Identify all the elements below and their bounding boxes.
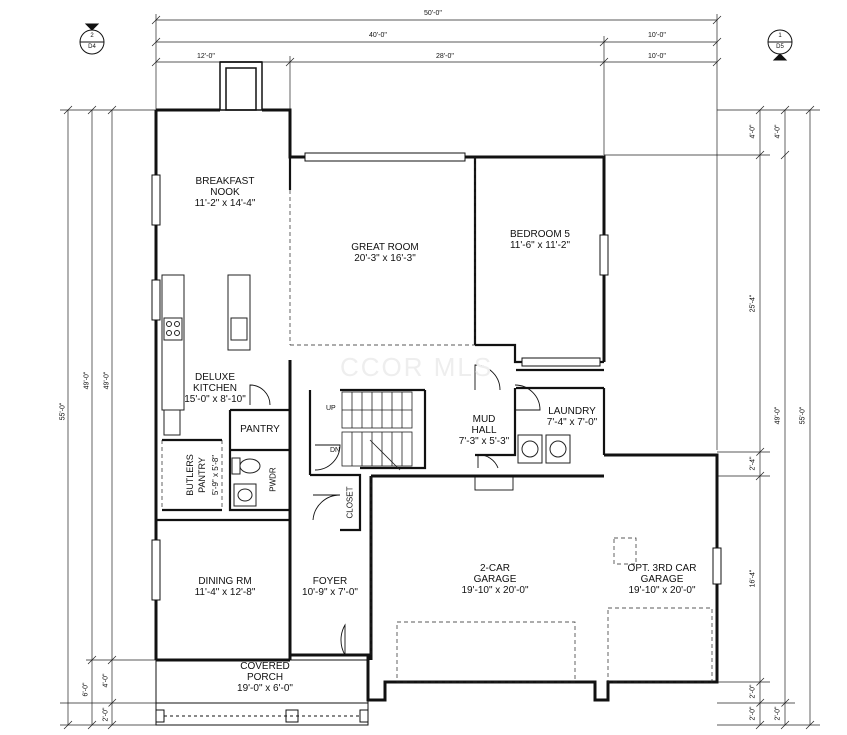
dim-top-mid: 28'-0" — [435, 53, 455, 60]
dim-right-bottom-a: 2'-0" — [749, 683, 757, 700]
room-size: 7'-4" x 7'-0" — [546, 417, 598, 428]
room-size: 7'-3" x 5'-3" — [458, 436, 510, 447]
room-name: CLOSET — [345, 486, 355, 519]
dim-left-overall: 55'-0" — [59, 401, 67, 422]
room-great-room: GREAT ROOM 20'-3" x 16'-3" — [335, 242, 435, 264]
section-marker-right-top: 1 — [778, 33, 782, 39]
room-foyer: FOYER 10'-9" x 7'-0" — [290, 576, 370, 598]
dim-top-overall: 50'-0" — [423, 10, 443, 17]
room-2-car-garage: 2-CAR GARAGE 19'-10" x 20'-0" — [440, 563, 550, 596]
room-dining: DINING RM 11'-4" x 12'-8" — [175, 576, 275, 598]
room-name: GREAT ROOM — [351, 242, 419, 253]
dim-left-inner-2: 49'-0" — [103, 370, 111, 391]
stairs — [341, 391, 413, 471]
room-size: 11'-4" x 12'-8" — [194, 587, 256, 598]
dim-top-right-span: 10'-0" — [647, 32, 667, 39]
dim-left-porch-total: 6'-0" — [82, 681, 90, 698]
room-name: COVERED — [240, 661, 290, 672]
room-mud-hall: MUD HALL 7'-3" x 5'-3" — [452, 414, 516, 447]
room-name: KITCHEN — [193, 383, 237, 394]
powder-fixtures — [231, 457, 261, 507]
room-pwdr: PWDR — [269, 465, 278, 495]
room-name: MUD — [472, 414, 496, 425]
room-size: 19'-10" x 20'-0" — [461, 585, 529, 596]
room-size: 5'-9" x 5'-8" — [211, 454, 220, 496]
room-name: DELUXE — [194, 372, 235, 383]
dim-top-left-span: 40'-0" — [368, 32, 388, 39]
room-size: 19'-0" x 6'-0" — [237, 683, 293, 694]
room-name: GARAGE — [640, 574, 684, 585]
room-name: PWDR — [268, 467, 278, 492]
room-breakfast-nook: BREAKFAST NOOK 11'-2" x 14'-4" — [180, 176, 270, 209]
section-marker-left-top: 2 — [90, 33, 94, 39]
room-name: FOYER — [312, 576, 348, 587]
windows — [151, 152, 722, 601]
room-size: 19'-10" x 20'-0" — [628, 585, 696, 596]
dimension-lines — [60, 14, 820, 730]
dim-right-mid: 25'-4" — [749, 293, 757, 314]
room-name: BREAKFAST — [195, 176, 255, 187]
room-name: PORCH — [246, 672, 284, 683]
room-name: DINING RM — [198, 576, 252, 587]
room-name: PANTRY — [240, 424, 280, 435]
dim-right-bottom-b: 2'-0" — [749, 705, 757, 722]
room-covered-porch: COVERED PORCH 19'-0" x 6'-0" — [210, 661, 320, 694]
stair-down-label: DN — [330, 447, 341, 454]
dashed-lines — [161, 157, 713, 683]
room-name: LAUNDRY — [548, 406, 596, 417]
kitchen-fixtures — [161, 274, 251, 436]
dim-right-small: 2'-4" — [749, 455, 757, 472]
room-bedroom-5: BEDROOM 5 11'-6" x 11'-2" — [490, 229, 590, 251]
dim-top-right-inner: 10'-0" — [647, 53, 667, 60]
room-size: 15'-0" x 8'-10" — [184, 394, 246, 405]
section-marker-right — [767, 29, 793, 61]
dim-right-inner: 49'-0" — [774, 405, 782, 426]
room-name: BUTLERS — [185, 454, 195, 496]
room-name: NOOK — [210, 187, 240, 198]
dim-right-top-b: 4'-0" — [774, 123, 782, 140]
room-size: 10'-9" x 7'-0" — [302, 587, 358, 598]
room-laundry: LAUNDRY 7'-4" x 7'-0" — [540, 406, 604, 428]
porch — [155, 659, 369, 726]
section-marker-left — [79, 23, 105, 55]
room-butlers-pantry-name-2: PANTRY — [197, 450, 207, 500]
room-size: 20'-3" x 16'-3" — [354, 253, 416, 264]
room-name: BEDROOM 5 — [509, 229, 570, 240]
dim-top-nook: 12'-0" — [196, 53, 216, 60]
room-name: OPT. 3RD CAR — [627, 563, 697, 574]
dim-right-bottom-c: 2'-0" — [774, 705, 782, 722]
laundry-fixtures — [517, 434, 571, 464]
watermark: CCOR MLS — [340, 352, 494, 382]
dim-left-porch: 4'-0" — [102, 672, 110, 689]
room-size: 11'-2" x 14'-4" — [194, 198, 256, 209]
dim-right-overall: 55'-0" — [799, 405, 807, 426]
chimney — [219, 61, 263, 111]
room-name: 2-CAR — [479, 563, 510, 574]
dim-right-top-a: 4'-0" — [749, 123, 757, 140]
room-size: 11'-6" x 11'-2" — [509, 240, 571, 251]
dim-left-step: 2'-0" — [102, 706, 110, 723]
room-pantry: PANTRY — [234, 424, 286, 435]
room-closet: CLOSET — [346, 483, 355, 523]
room-name: GARAGE — [473, 574, 517, 585]
room-3rd-car-garage: OPT. 3RD CAR GARAGE 19'-10" x 20'-0" — [612, 563, 712, 596]
room-butlers-pantry-size: 5'-9" x 5'-8" — [211, 440, 221, 510]
stair-up-label: UP — [326, 405, 336, 412]
dim-left-inner: 49'-0" — [83, 370, 91, 391]
dim-right-garage: 16'-4" — [749, 568, 757, 589]
room-name: HALL — [471, 425, 497, 436]
doors — [249, 364, 541, 656]
room-kitchen: DELUXE KITCHEN 15'-0" x 8'-10" — [175, 372, 255, 405]
room-butlers-pantry-name: BUTLERS — [185, 450, 195, 500]
section-marker-right-bottom: D5 — [776, 44, 784, 50]
room-name: PANTRY — [197, 457, 207, 493]
section-marker-left-bottom: D4 — [88, 44, 96, 50]
